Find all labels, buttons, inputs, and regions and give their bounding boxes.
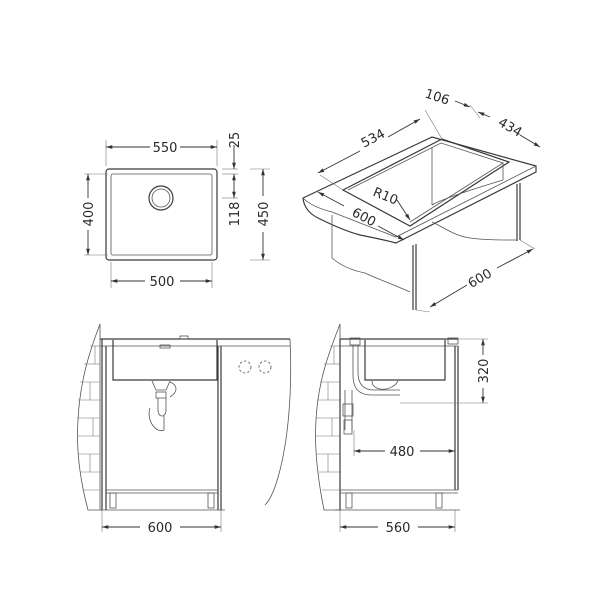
tap-hole-icon xyxy=(238,360,252,374)
dim-top-width-inner: 500 xyxy=(150,275,175,290)
dim-bowl-depth: 320 xyxy=(477,359,492,384)
dim-cabinet-width-iso: 600 xyxy=(466,266,495,291)
front-view: 600 xyxy=(77,323,292,536)
tap-hole-icon xyxy=(258,360,272,374)
dim-drain-distance: 480 xyxy=(390,445,415,460)
dim-front-cabinet-width: 600 xyxy=(148,521,173,536)
dim-corner-radius: R10 xyxy=(371,185,400,208)
dim-top-height-outer: 450 xyxy=(257,202,272,227)
dim-top-margin: 25 xyxy=(228,132,243,149)
top-view: 550 500 400 25 118 450 xyxy=(82,132,272,290)
dim-side-offset: 106 xyxy=(423,87,451,109)
drain-icon xyxy=(148,185,174,211)
isometric-view: 534 106 434 R10 600 600 xyxy=(302,87,541,313)
overflow-icon xyxy=(179,335,189,340)
dim-top-height-inner: 400 xyxy=(82,202,97,227)
sink-outer-rim xyxy=(105,168,218,261)
dim-cutout-depth: 434 xyxy=(495,115,524,140)
side-view: 320 480 560 xyxy=(315,323,492,536)
dim-drain-offset: 118 xyxy=(228,202,243,227)
dim-cutout-length: 534 xyxy=(359,126,388,151)
sink-bowl xyxy=(110,173,213,256)
dim-top-width-outer: 550 xyxy=(153,141,178,156)
dim-cabinet-depth: 560 xyxy=(386,521,411,536)
logo-mark xyxy=(159,344,171,349)
dim-front-width: 600 xyxy=(349,205,378,230)
